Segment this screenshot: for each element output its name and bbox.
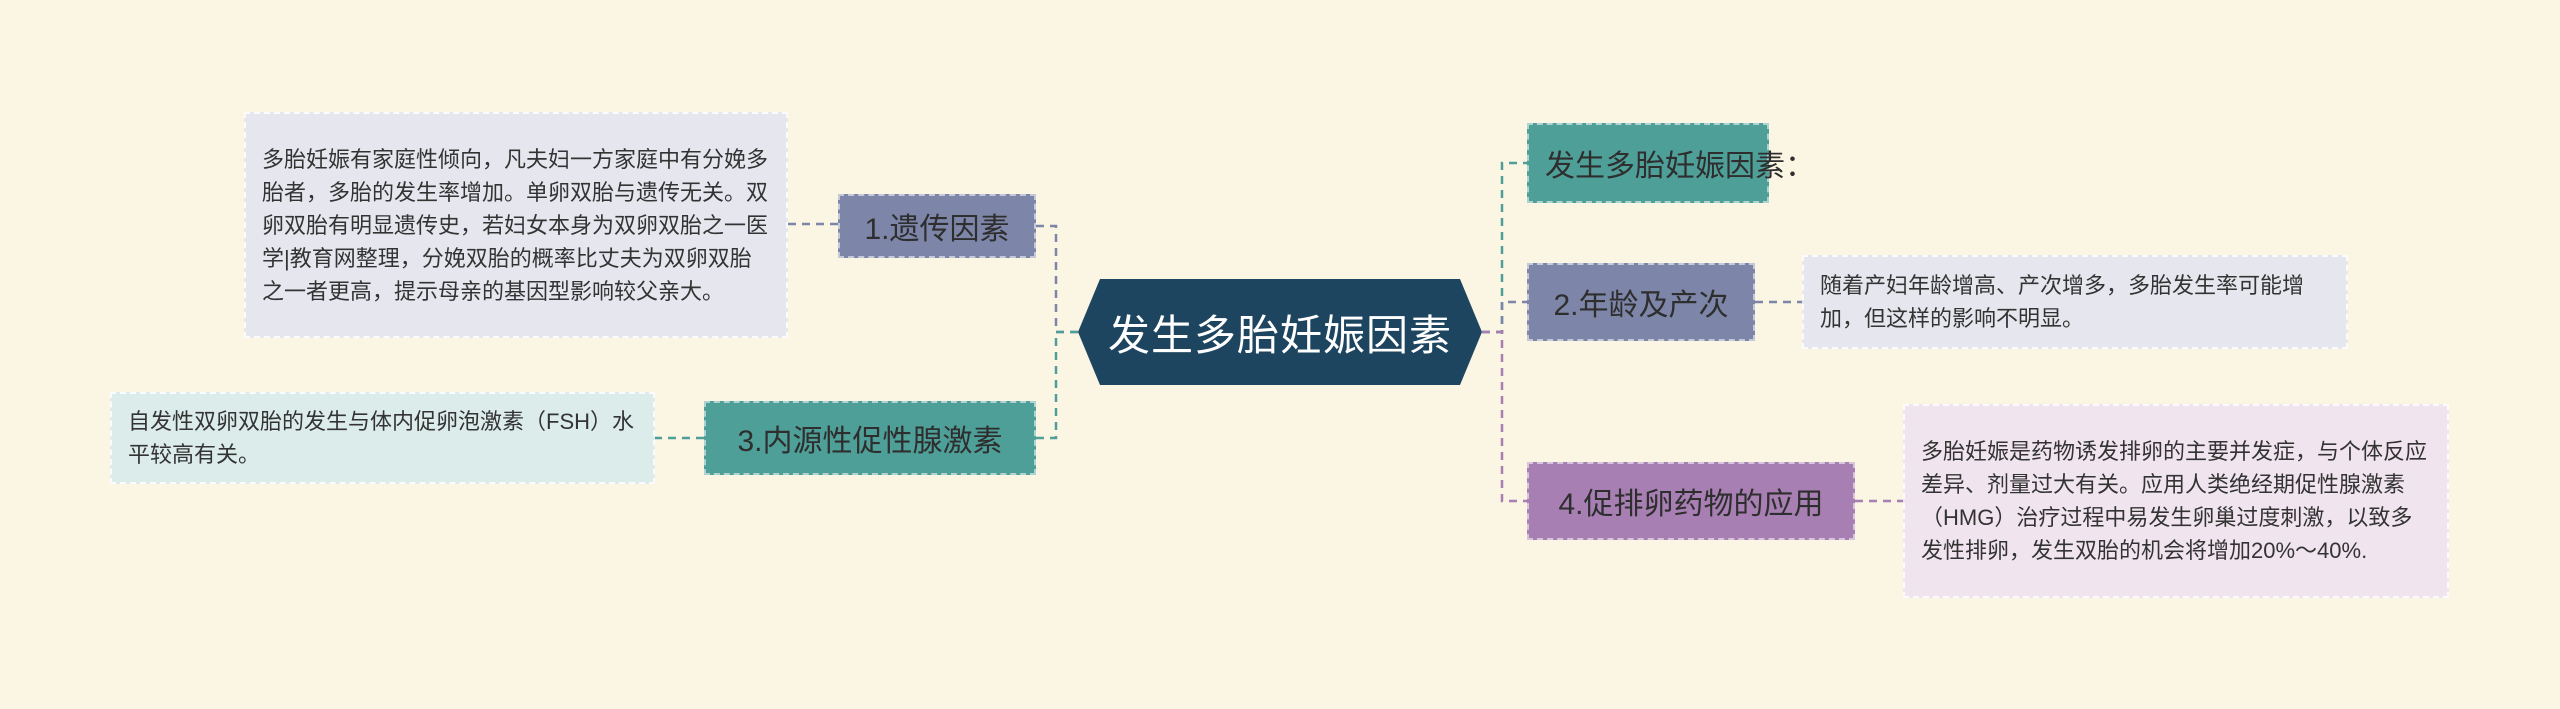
branch-factors-heading[interactable]: 发生多胎妊娠因素： [1527, 123, 1815, 203]
note-genetic-text: 多胎妊娠有家庭性倾向，凡夫妇一方家庭中有分娩多胎者，多胎的发生率增加。单卵双胎与… [262, 146, 769, 304]
note-endogenous-gonadotropin: 自发性双卵双胎的发生与体内促卵泡激素（FSH）水平较高有关。 [110, 392, 655, 484]
branch-factors-heading-label: 发生多胎妊娠因素： [1545, 150, 1815, 183]
branch-endogenous-gonadotropin-label: 3.内源性促性腺激素 [737, 425, 1003, 458]
branch-age-parity-label: 2.年龄及产次 [1553, 289, 1729, 322]
branch-ovulation-drugs-label: 4.促排卵药物的应用 [1558, 488, 1824, 521]
root-label: 发生多胎妊娠因素 [1107, 311, 1452, 359]
root-node[interactable]: 发生多胎妊娠因素 [1078, 279, 1482, 385]
note-age-parity: 随着产妇年龄增高、产次增多，多胎发生率可能增加，但这样的影响不明显。 [1802, 255, 2348, 349]
branch-genetic[interactable]: 1.遗传因素 [838, 194, 1036, 258]
branch-genetic-label: 1.遗传因素 [864, 213, 1010, 246]
note-endogenous-gonadotropin-text: 自发性双卵双胎的发生与体内促卵泡激素（FSH）水平较高有关。 [128, 409, 635, 467]
branch-endogenous-gonadotropin[interactable]: 3.内源性促性腺激素 [704, 401, 1036, 475]
note-age-parity-text: 随着产妇年龄增高、产次增多，多胎发生率可能增加，但这样的影响不明显。 [1820, 273, 2305, 331]
branch-age-parity[interactable]: 2.年龄及产次 [1527, 263, 1755, 341]
note-genetic: 多胎妊娠有家庭性倾向，凡夫妇一方家庭中有分娩多胎者，多胎的发生率增加。单卵双胎与… [244, 112, 788, 338]
branch-ovulation-drugs[interactable]: 4.促排卵药物的应用 [1527, 462, 1855, 540]
note-ovulation-drugs: 多胎妊娠是药物诱发排卵的主要并发症，与个体反应差异、剂量过大有关。应用人类绝经期… [1903, 404, 2449, 598]
root-hexagon-shape [1078, 279, 1482, 385]
note-ovulation-drugs-text: 多胎妊娠是药物诱发排卵的主要并发症，与个体反应差异、剂量过大有关。应用人类绝经期… [1921, 439, 2428, 563]
